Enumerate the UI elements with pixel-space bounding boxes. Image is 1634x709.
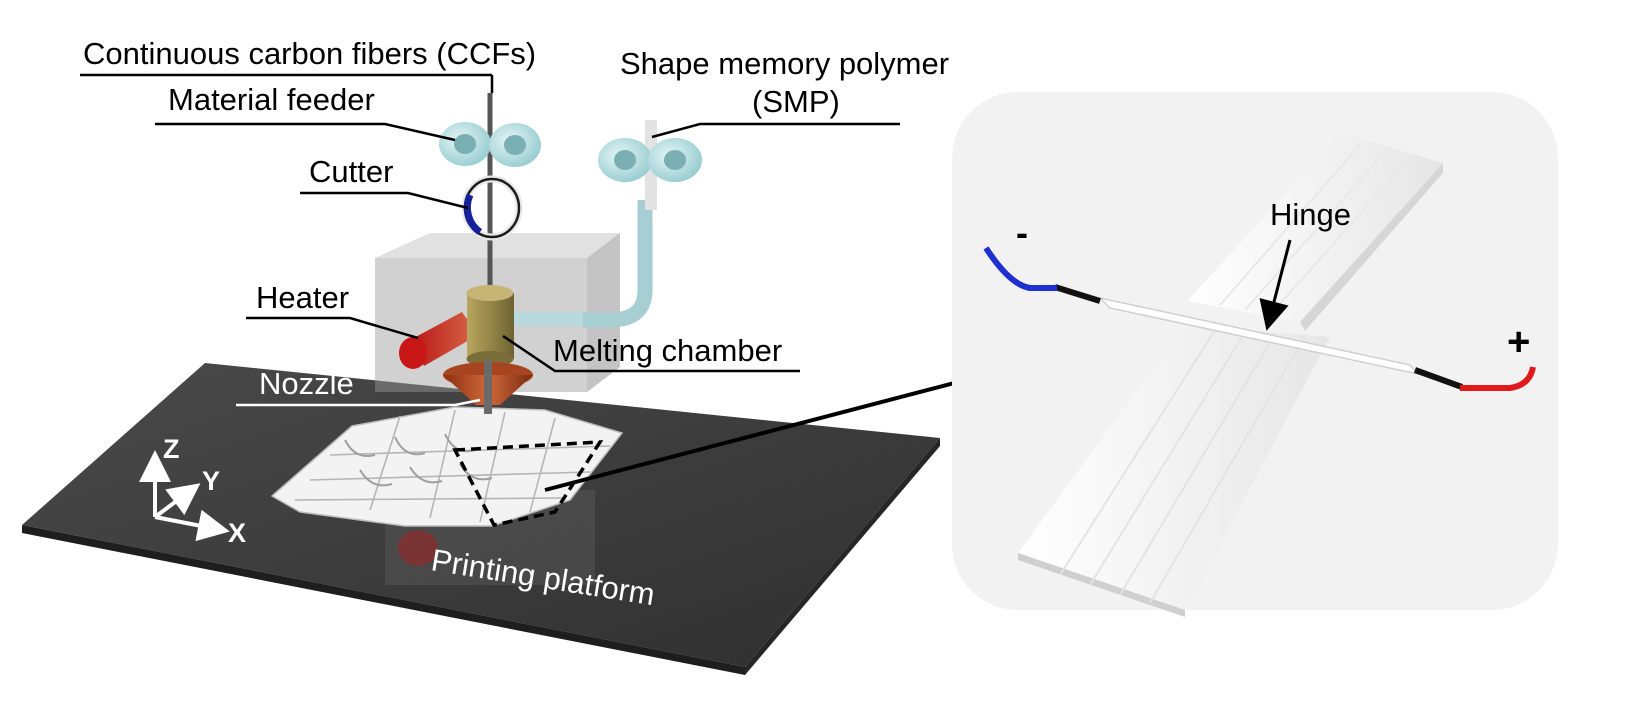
heater-cylinder [399, 312, 478, 369]
label-smp-line1: Shape memory polymer [620, 46, 949, 81]
leader-heater [246, 316, 419, 340]
label-ccf: Continuous carbon fibers (CCFs) [83, 36, 536, 71]
axis-z-label: Z [163, 434, 180, 464]
heater-reflection [398, 530, 438, 566]
label-melting-chamber: Melting chamber [553, 333, 782, 368]
label-hinge: Hinge [1270, 197, 1351, 232]
gantry-box-top [375, 233, 620, 258]
selection-dashed-box [452, 440, 604, 527]
hinge-inset: - + Hinge [952, 92, 1558, 617]
axis-x-label: X [228, 518, 246, 548]
lower-strip [1018, 325, 1330, 610]
leader-smp [651, 122, 900, 139]
wire-negative-black [1054, 284, 1101, 304]
printed-sheet [270, 406, 624, 527]
upper-strip [1187, 133, 1443, 322]
axis-triad: Z Y X [139, 434, 246, 548]
axis-y-label: Y [202, 466, 220, 496]
smp-feed [583, 120, 702, 328]
ccf-feeder-rollers [439, 122, 541, 167]
label-minus: - [1016, 212, 1028, 253]
leader-melting [502, 334, 800, 373]
leader-feeder [155, 122, 456, 142]
nozzle-cone [443, 360, 533, 414]
wire-negative [983, 246, 1057, 291]
leader-hinge [1259, 239, 1292, 331]
wire-positive-black [1413, 367, 1464, 390]
label-nozzle: Nozzle [259, 366, 354, 401]
label-smp-line2: (SMP) [752, 84, 840, 119]
label-heater: Heater [256, 280, 349, 315]
platform-edge [22, 525, 745, 675]
label-material-feeder: Material feeder [168, 82, 375, 117]
platform-edge-right [745, 438, 940, 675]
printer-assembly: Z Y X [22, 93, 940, 675]
leader-nozzle [236, 398, 481, 407]
label-plus: + [1507, 320, 1530, 364]
label-cutter: Cutter [309, 154, 393, 189]
wire-positive [1460, 366, 1536, 391]
leader-cutter [300, 191, 469, 210]
